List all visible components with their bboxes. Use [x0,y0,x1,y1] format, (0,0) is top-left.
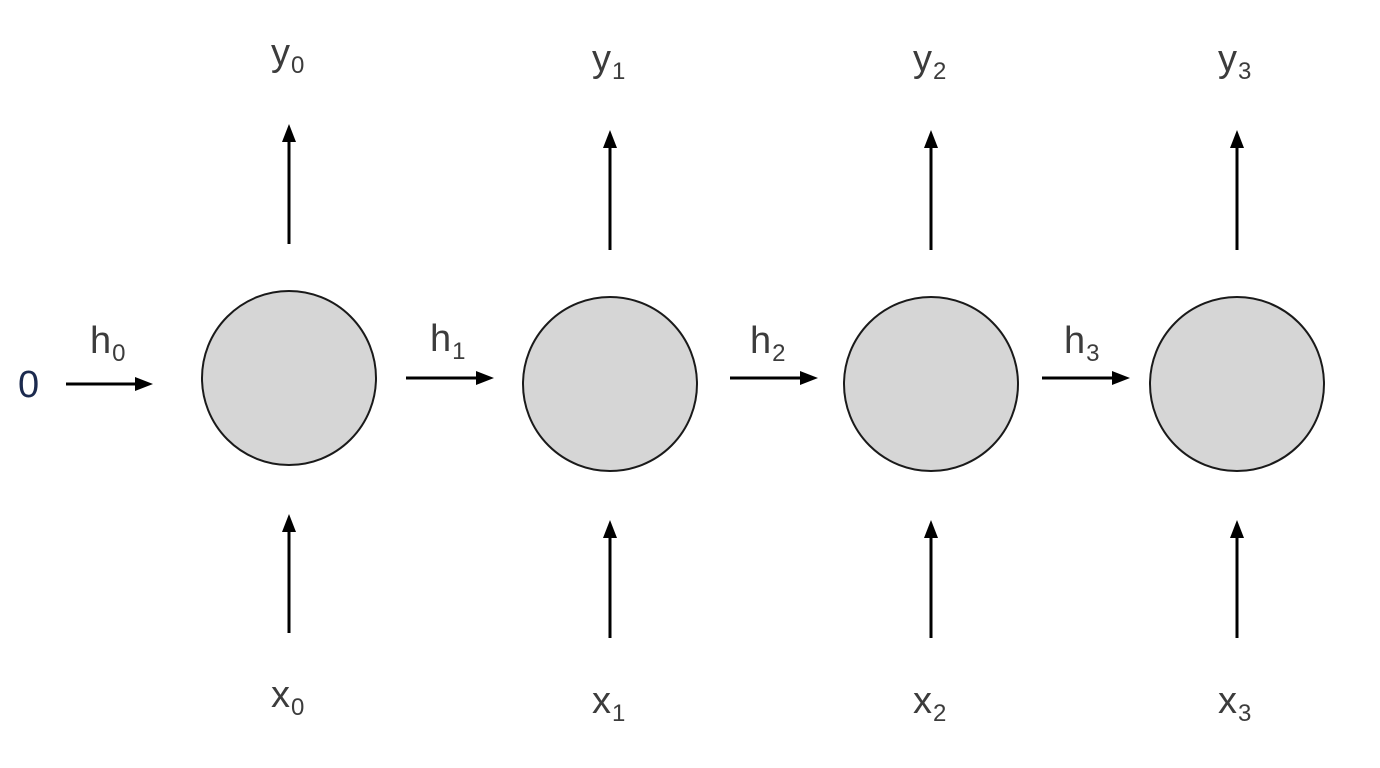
hidden-arrow-3-head [1112,371,1130,385]
hidden-label-base: h [1064,320,1086,362]
input-label-sub: 2 [933,700,947,728]
hidden-arrow-1-head [476,371,494,385]
input-label-x3: x3 [1218,682,1251,726]
hidden-label-h1: h1 [430,320,466,364]
output-arrow-0-head [282,124,296,142]
output-label-y2: y2 [913,40,946,84]
initial-hidden-arrow-head [135,377,153,391]
rnn-cell-1 [522,296,698,472]
hidden-label-sub: 1 [452,338,466,366]
input-label-sub: 0 [291,694,305,722]
output-label-y3: y3 [1218,40,1251,84]
input-label-base: x [913,680,932,722]
output-label-sub: 0 [291,52,305,80]
hidden-label-sub: 2 [772,340,786,368]
output-arrow-2-head [924,130,938,148]
output-label-base: y [1218,38,1237,80]
rnn-cell-0 [201,290,377,466]
initial-state-label: 0 [18,364,40,406]
output-label-y1: y1 [592,40,625,84]
output-label-sub: 2 [933,58,947,86]
output-label-sub: 1 [612,58,626,86]
rnn-cell-2 [843,296,1019,472]
hidden-label-sub: 3 [1086,340,1100,368]
hidden-label-h2: h2 [750,322,786,366]
input-label-x1: x1 [592,682,625,726]
input-arrow-2-head [924,520,938,538]
input-arrow-0-head [282,514,296,532]
input-label-base: x [271,674,290,716]
output-label-base: y [592,38,611,80]
hidden-label-base: h [90,320,112,362]
input-arrow-1-head [603,520,617,538]
input-arrow-3-head [1230,520,1244,538]
input-label-base: x [592,680,611,722]
output-label-sub: 3 [1238,58,1252,86]
hidden-label-base: h [430,318,452,360]
input-label-x0: x0 [271,676,304,720]
hidden-label-h3: h3 [1064,322,1100,366]
hidden-arrow-2-head [800,371,818,385]
output-arrow-1-head [603,130,617,148]
output-arrow-3-head [1230,130,1244,148]
input-label-base: x [1218,680,1237,722]
input-label-x2: x2 [913,682,946,726]
hidden-label-base: h [750,320,772,362]
input-label-sub: 3 [1238,700,1252,728]
output-label-base: y [271,32,290,74]
hidden-label-h0: h0 [90,322,126,366]
hidden-label-sub: 0 [112,340,126,368]
output-label-y0: y0 [271,34,304,78]
output-label-base: y [913,38,932,80]
rnn-cell-3 [1149,296,1325,472]
input-label-sub: 1 [612,700,626,728]
